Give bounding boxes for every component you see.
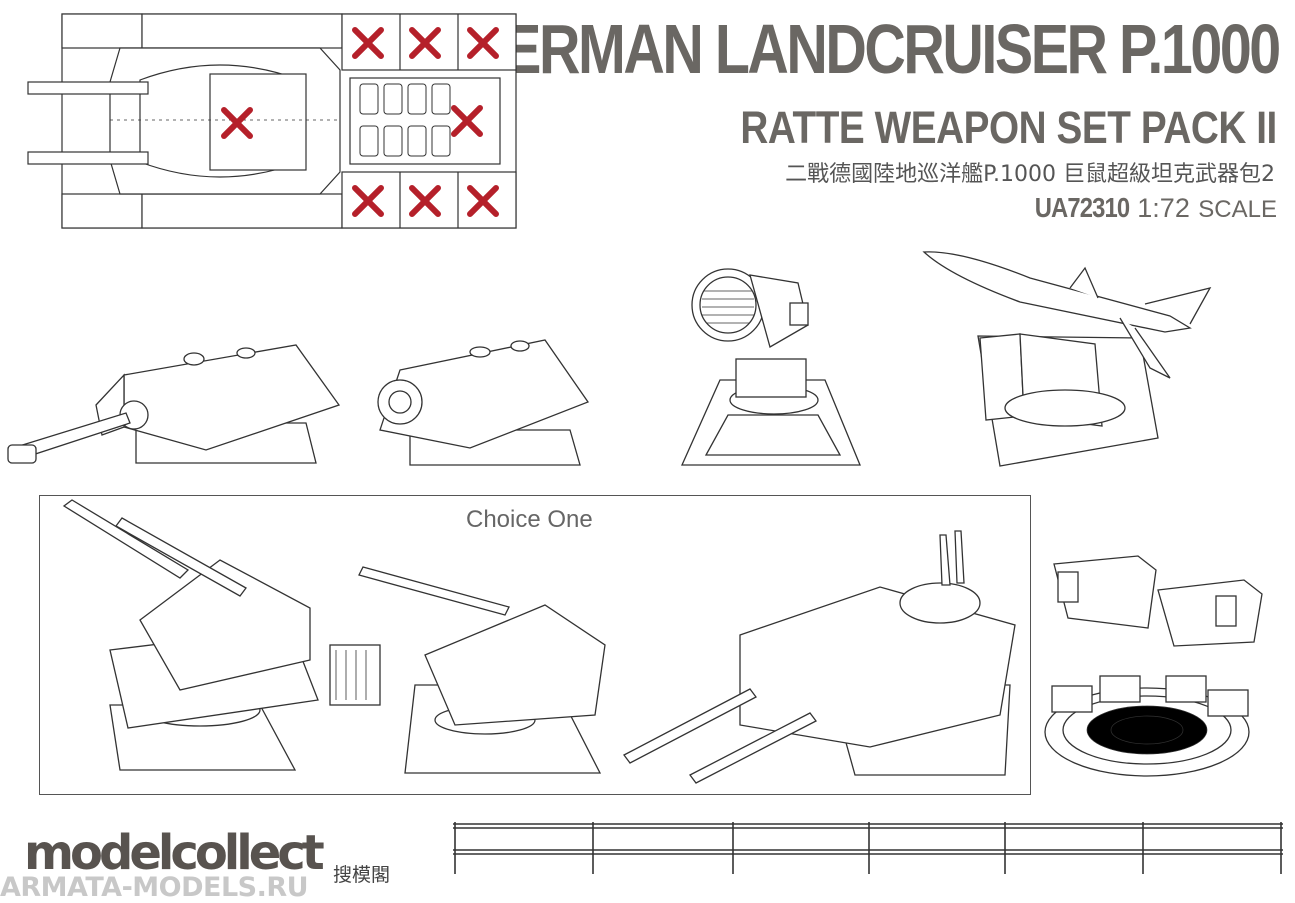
hull-plan-drawing xyxy=(27,13,517,229)
flak-gun-drawing xyxy=(358,566,606,774)
turret-ring-drawing xyxy=(1044,675,1250,777)
ammo-box-drawing xyxy=(1053,555,1263,647)
missile-launcher-drawing xyxy=(922,251,1212,467)
subtitle: RATTE WEAPON SET PACK II xyxy=(740,102,1277,153)
tank-turret-drawing xyxy=(377,339,590,466)
flak-gun-drawing xyxy=(62,499,381,771)
tank-turret-drawing xyxy=(7,344,341,464)
watermark: ARMATA-MODELS.RU xyxy=(0,872,309,903)
railing-drawing xyxy=(453,822,1283,874)
choice-one-group xyxy=(39,495,1031,795)
twin-gun-turret-drawing xyxy=(623,530,1016,784)
brand-chinese: 搜模閣 xyxy=(333,864,391,886)
chinese-title: 二戰德國陸地巡洋艦P.1000 巨鼠超級坦克武器包2 xyxy=(785,162,1275,187)
product-code: UA72310 xyxy=(1034,192,1129,223)
choice-one-label: Choice One xyxy=(466,506,593,533)
scale-ratio: 1:72 xyxy=(1137,193,1190,223)
product-code-line: UA72310 1:72 SCALE xyxy=(1018,192,1277,224)
brand-logo: modelcollect xyxy=(24,825,325,881)
scale-word: SCALE xyxy=(1198,196,1277,223)
searchlight-drawing xyxy=(680,268,861,466)
red-x-icon xyxy=(221,27,499,217)
